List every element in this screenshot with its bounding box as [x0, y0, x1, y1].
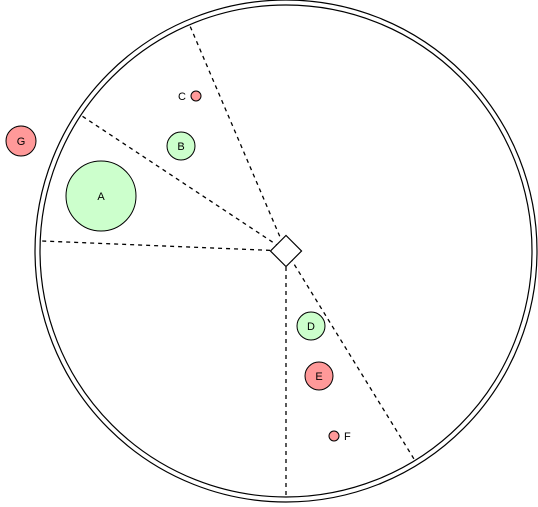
node-b: B — [166, 131, 196, 161]
node-f-label: F — [344, 431, 351, 443]
node-g: G — [5, 125, 37, 157]
node-e-label: E — [315, 371, 322, 383]
center-diamond — [269, 234, 303, 268]
node-b-label: B — [177, 141, 184, 153]
node-a: A — [65, 160, 137, 232]
node-d-circle — [296, 311, 326, 341]
node-c-label: C — [178, 91, 186, 103]
sector-line-3 — [41, 240, 287, 252]
node-a-label: A — [97, 191, 105, 203]
node-f-circle — [328, 430, 340, 442]
boundary-circle-inner — [39, 4, 533, 498]
node-d: D — [296, 311, 326, 341]
node-e: E — [304, 361, 334, 391]
sector-lines — [41, 25, 415, 496]
node-c-circle — [190, 90, 202, 102]
node-c: C — [178, 90, 202, 103]
node-f: F — [328, 430, 351, 443]
node-g-circle — [5, 125, 37, 157]
node-e-circle — [304, 361, 334, 391]
node-a-circle — [65, 160, 137, 232]
node-b-circle — [166, 131, 196, 161]
node-g-label: G — [17, 136, 26, 148]
boundary-circle-outer — [34, 0, 538, 503]
node-d-label: D — [307, 321, 315, 333]
sector-line-2 — [81, 115, 287, 252]
sector-line-5 — [285, 250, 415, 460]
sector-line-1 — [189, 25, 287, 252]
